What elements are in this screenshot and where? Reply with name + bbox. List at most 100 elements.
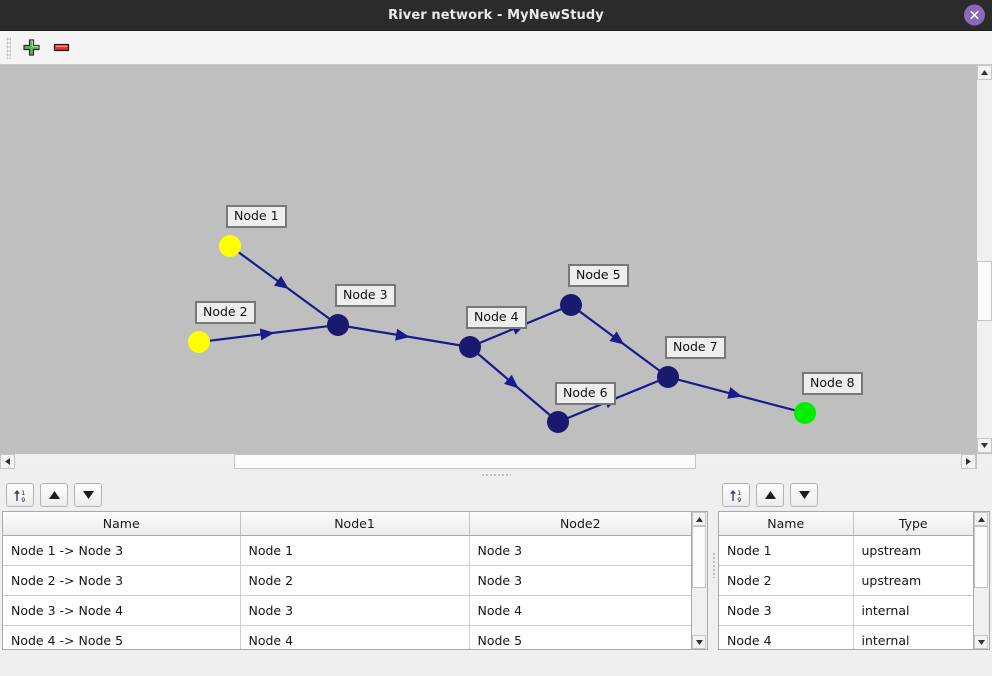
- graph-node[interactable]: [219, 235, 241, 257]
- network-canvas-viewport[interactable]: Node 1 Node 2 Node 3 Node 4 Node 5 Node 6 Node…: [0, 65, 992, 469]
- graph-node[interactable]: [794, 402, 816, 424]
- graph-node-label[interactable]: Node 3: [335, 284, 396, 307]
- canvas-scroll-down-button[interactable]: [977, 438, 992, 453]
- graph-node[interactable]: [547, 411, 569, 433]
- nodes-sort-button[interactable]: 1 9: [722, 483, 750, 507]
- reaches-move-down-button[interactable]: [74, 483, 102, 507]
- table-cell[interactable]: Node 3: [719, 595, 854, 626]
- add-node-button[interactable]: [16, 34, 46, 62]
- table-cell[interactable]: internal: [853, 625, 973, 649]
- table-cell[interactable]: Node 2: [240, 565, 470, 596]
- svg-text:1: 1: [21, 490, 25, 497]
- graph-edge-arrow-icon: [274, 275, 289, 290]
- table-cell[interactable]: Node 1: [719, 535, 854, 566]
- reaches-scroll-down-button[interactable]: [692, 635, 706, 649]
- graph-node-label[interactable]: Node 4: [466, 306, 527, 329]
- table-cell[interactable]: internal: [853, 595, 973, 626]
- graph-node[interactable]: [560, 294, 582, 316]
- nodes-scroll-up-button[interactable]: [974, 512, 988, 526]
- sort-icon: 1 9: [13, 489, 25, 503]
- caret-down-icon: [977, 639, 985, 645]
- table-cell[interactable]: Node 3: [469, 535, 691, 566]
- table-cell[interactable]: Node 2 -> Node 3: [3, 565, 241, 596]
- add-node-icon: [22, 39, 40, 56]
- graph-node-label[interactable]: Node 8: [802, 372, 863, 395]
- graph-node-label[interactable]: Node 7: [665, 336, 726, 359]
- table-cell[interactable]: Node 4: [469, 595, 691, 626]
- table-cell[interactable]: Node 4: [719, 625, 854, 649]
- tables-splitter-grip-icon: [711, 551, 715, 578]
- main-toolbar: [0, 31, 992, 65]
- canvas-vertical-scrollbar[interactable]: [976, 65, 992, 453]
- graph-node[interactable]: [327, 314, 349, 336]
- graph-node[interactable]: [657, 366, 679, 388]
- nodes-scroll-down-button[interactable]: [974, 635, 988, 649]
- table-cell[interactable]: Node 3: [240, 595, 470, 626]
- table-cell[interactable]: upstream: [853, 565, 973, 596]
- canvas-hscroll-thumb[interactable]: [234, 454, 696, 469]
- graph-edge-arrow-icon: [609, 331, 625, 345]
- column-header[interactable]: Node1: [240, 512, 470, 536]
- caret-right-icon: [966, 458, 971, 465]
- nodes-move-up-button[interactable]: [756, 483, 784, 507]
- canvas-scroll-corner: [976, 453, 992, 469]
- table-cell[interactable]: upstream: [853, 535, 973, 566]
- reaches-scroll-up-button[interactable]: [692, 512, 706, 526]
- graph-node-label[interactable]: Node 1: [226, 205, 287, 228]
- canvas-horizontal-scrollbar[interactable]: [0, 453, 976, 469]
- canvas-scroll-left-button[interactable]: [0, 454, 15, 469]
- canvas-scroll-up-button[interactable]: [977, 65, 992, 80]
- column-header[interactable]: Type: [853, 512, 973, 536]
- canvas-vscroll-thumb[interactable]: [977, 261, 992, 321]
- caret-down-icon: [695, 639, 703, 645]
- table-cell[interactable]: Node 4: [240, 625, 470, 649]
- canvas-tables-splitter[interactable]: [0, 469, 992, 479]
- table-cell[interactable]: Node 2: [719, 565, 854, 596]
- table-cell[interactable]: Node 1 -> Node 3: [3, 535, 241, 566]
- table-cell[interactable]: Node 3: [469, 565, 691, 596]
- caret-up-icon: [981, 70, 988, 75]
- graph-node-label[interactable]: Node 5: [568, 264, 629, 287]
- tables-splitter[interactable]: [710, 479, 716, 650]
- table-cell[interactable]: Node 5: [469, 625, 691, 649]
- canvas-scroll-right-button[interactable]: [961, 454, 976, 469]
- table-cell[interactable]: Node 1: [240, 535, 470, 566]
- reaches-sort-button[interactable]: 1 9: [6, 483, 34, 507]
- network-canvas[interactable]: Node 1 Node 2 Node 3 Node 4 Node 5 Node 6 Node…: [0, 65, 992, 469]
- graph-node[interactable]: [188, 331, 210, 353]
- nodes-toolbar: 1 9: [716, 479, 992, 511]
- arrow-up-icon: [48, 491, 60, 499]
- column-header[interactable]: Name: [719, 512, 854, 536]
- remove-node-button[interactable]: [46, 34, 76, 62]
- reaches-vertical-scrollbar[interactable]: [692, 511, 708, 650]
- nodes-vertical-scrollbar[interactable]: [974, 511, 990, 650]
- graph-node[interactable]: [459, 336, 481, 358]
- caret-up-icon: [977, 516, 985, 522]
- table-cell[interactable]: Node 3 -> Node 4: [3, 595, 241, 626]
- nodes-vscroll-thumb[interactable]: [974, 526, 988, 588]
- column-header[interactable]: Node2: [469, 512, 691, 536]
- nodes-move-down-button[interactable]: [790, 483, 818, 507]
- graph-node-label[interactable]: Node 6: [555, 382, 616, 405]
- graph-node-label[interactable]: Node 2: [195, 301, 256, 324]
- table-cell[interactable]: Node 4 -> Node 5: [3, 625, 241, 649]
- close-button[interactable]: [964, 4, 985, 26]
- reaches-move-up-button[interactable]: [40, 483, 68, 507]
- reaches-vscroll-thumb[interactable]: [692, 526, 706, 588]
- toolbar-grip[interactable]: [6, 36, 11, 59]
- column-header[interactable]: Name: [3, 512, 241, 536]
